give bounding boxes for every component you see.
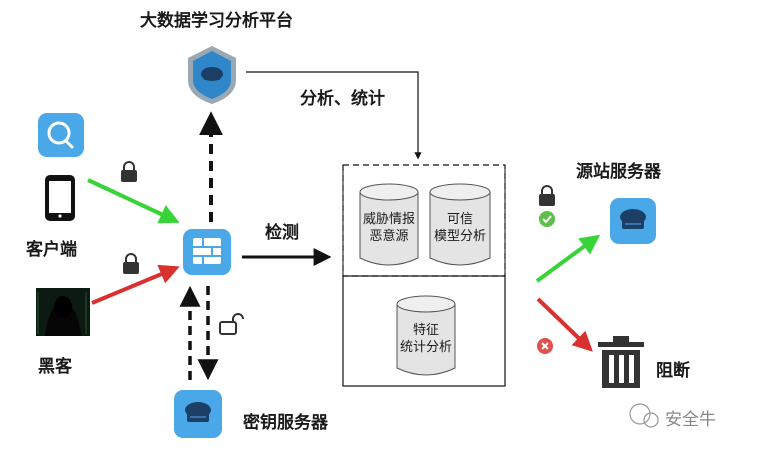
firewall-icon xyxy=(183,229,231,275)
watermark-text: 安全牛 xyxy=(665,410,716,430)
unlock-icon xyxy=(219,313,244,335)
key-server-label: 密钥服务器 xyxy=(243,413,328,433)
lock-icon xyxy=(121,161,137,182)
analysis-stats-label: 分析、统计 xyxy=(300,89,385,109)
trusted-model-database xyxy=(429,183,491,266)
db-threat-line2: 恶意源 xyxy=(369,229,409,244)
block-arrow xyxy=(536,297,593,352)
search-app-icon xyxy=(38,113,84,157)
shield-cloud-icon xyxy=(188,46,236,104)
trash-icon xyxy=(598,336,644,388)
attack-request-arrow xyxy=(91,264,180,305)
phone-icon xyxy=(45,175,75,221)
analysis-connector xyxy=(246,71,422,160)
cloud-server-icon xyxy=(174,390,222,438)
client-request-arrow xyxy=(87,178,180,224)
lock-icon xyxy=(123,253,139,274)
origin-server-label: 源站服务器 xyxy=(576,162,661,182)
threat-intel-label: 威胁情报 恶意源 xyxy=(357,211,421,245)
db-threat-line1: 威胁情报 xyxy=(362,212,415,227)
trusted-model-label: 可信 模型分析 xyxy=(426,211,494,245)
cross-icon xyxy=(537,338,553,354)
allow-arrow xyxy=(535,234,601,283)
db-feature-line2: 统计分析 xyxy=(399,340,452,355)
hacker-label: 黑客 xyxy=(38,357,72,377)
db-trusted-line1: 可信 xyxy=(446,212,473,227)
threat-intel-database xyxy=(359,183,419,266)
check-icon xyxy=(539,211,555,227)
db-feature-line1: 特征 xyxy=(412,323,439,338)
detection-box xyxy=(342,164,506,387)
block-label: 阻断 xyxy=(656,361,690,381)
client-label: 客户端 xyxy=(26,240,77,260)
watermark-icon xyxy=(629,403,659,428)
db-trusted-line2: 模型分析 xyxy=(433,229,486,244)
feature-stats-label: 特征 统计分析 xyxy=(393,322,459,356)
platform-label: 大数据学习分析平台 xyxy=(140,11,293,31)
cloud-server-icon xyxy=(610,198,656,244)
hacker-photo xyxy=(36,288,90,336)
detect-label: 检测 xyxy=(265,223,299,243)
feature-stats-database xyxy=(396,295,456,376)
lock-icon xyxy=(539,185,555,206)
